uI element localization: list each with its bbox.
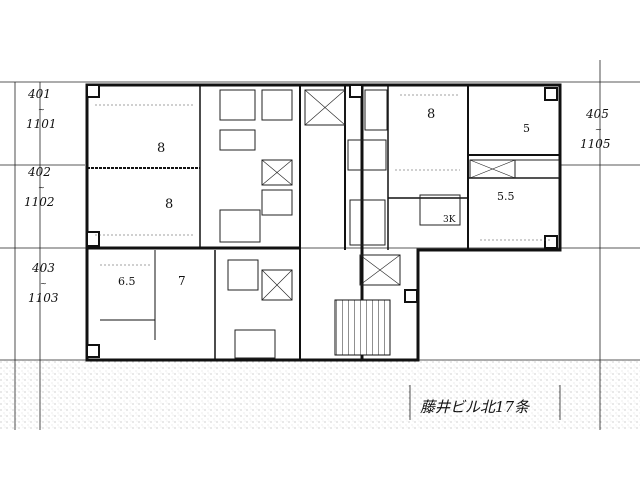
dashed-lines <box>95 94 550 266</box>
stairs <box>334 299 391 356</box>
building-name: 藤井ビル北17条 <box>420 398 530 416</box>
range-separator: ~ <box>38 105 45 114</box>
unit-range-labels: 401 ~ 1101 402 ~ 1102 403 ~ 1103 405 ~ 1… <box>24 87 611 305</box>
service-rooms <box>219 89 560 359</box>
range-to: 1102 <box>24 195 55 209</box>
range-to: 1101 <box>26 117 57 131</box>
room-size: 7 <box>178 274 186 288</box>
range-to: 1103 <box>28 291 59 305</box>
room-labels: 8 8 6.5 7 8 5 5.5 3K <box>118 107 530 288</box>
range-separator: ~ <box>38 183 45 192</box>
room-size: 6.5 <box>118 275 136 288</box>
unit-range-403: 403 ~ 1103 <box>28 261 59 305</box>
unit-range-405: 405 ~ 1105 <box>580 107 611 151</box>
room-size: 3K <box>443 215 456 225</box>
building-walls <box>85 83 562 362</box>
scan-noise <box>0 360 640 430</box>
range-to: 1105 <box>580 137 611 151</box>
unit-range-401: 401 ~ 1101 <box>26 87 57 131</box>
unit-range-402: 402 ~ 1102 <box>24 165 55 209</box>
range-from: 403 <box>31 261 55 275</box>
columns <box>86 84 558 358</box>
range-separator: ~ <box>595 125 602 134</box>
room-size: 8 <box>165 197 173 212</box>
range-separator: ~ <box>40 279 47 288</box>
room-size: 8 <box>427 107 435 122</box>
range-from: 401 <box>27 87 51 101</box>
range-from: 402 <box>27 165 51 179</box>
cross-marks <box>261 89 516 301</box>
range-from: 405 <box>585 107 609 121</box>
room-size: 5 <box>523 122 530 135</box>
room-size: 8 <box>157 141 165 156</box>
room-size: 5.5 <box>497 190 515 203</box>
